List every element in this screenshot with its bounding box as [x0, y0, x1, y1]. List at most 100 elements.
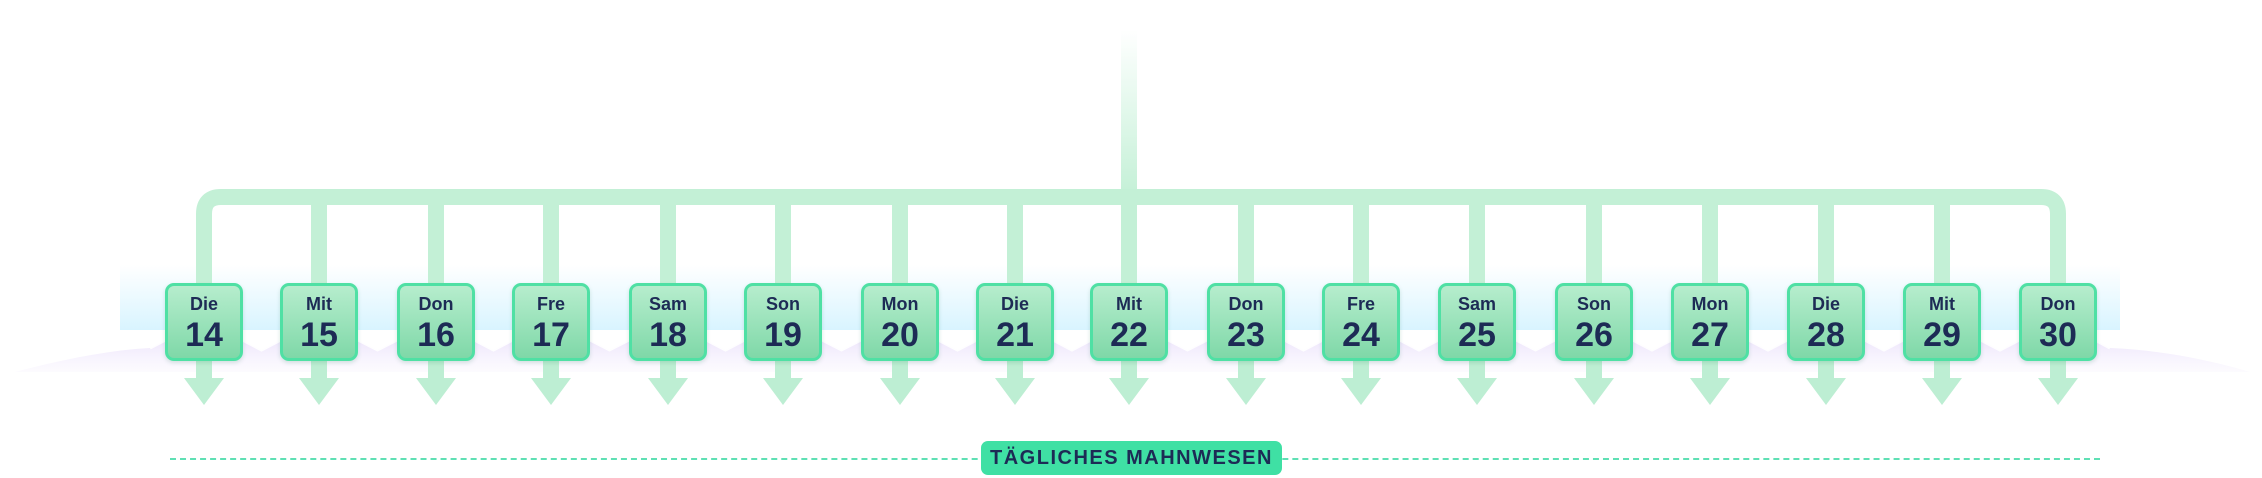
connector-drop — [660, 197, 676, 292]
arrow-stem — [1121, 361, 1137, 379]
arrow-stem — [892, 361, 908, 379]
connector-drop — [543, 197, 559, 292]
day-number: 30 — [2039, 316, 2077, 354]
arrow-stem — [543, 361, 559, 379]
arrow-down-icon — [1226, 378, 1266, 405]
arrow-down-icon — [763, 378, 803, 405]
connector-drop — [1586, 197, 1602, 292]
arrow-down-icon — [1574, 378, 1614, 405]
day-name: Don — [1228, 294, 1264, 314]
arrow-stem — [1007, 361, 1023, 379]
day-name: Mit — [306, 294, 332, 314]
day-number: 21 — [996, 316, 1034, 354]
day-name: Fre — [1346, 294, 1375, 314]
day-name: Mit — [1116, 294, 1142, 314]
arrow-down-icon — [416, 378, 456, 405]
day-number: 22 — [1110, 316, 1148, 354]
arrow-stem — [660, 361, 676, 379]
arrow-stem — [1353, 361, 1369, 379]
day-name: Son — [766, 294, 800, 314]
connector-drop — [1469, 197, 1485, 292]
arrow-down-icon — [995, 378, 1035, 405]
arrow-down-icon — [1341, 378, 1381, 405]
connector-drop — [1238, 197, 1254, 292]
connector-drop — [892, 197, 908, 292]
day-name: Son — [1577, 294, 1611, 314]
arrow-stem — [1818, 361, 1834, 379]
connector-trunk — [1121, 30, 1137, 198]
arrow-down-icon — [531, 378, 571, 405]
arrow-down-icon — [880, 378, 920, 405]
arrow-stem — [311, 361, 327, 379]
day-number: 20 — [881, 316, 919, 354]
connector-drop — [1353, 197, 1369, 292]
arrow-down-icon — [1690, 378, 1730, 405]
day-number: 17 — [532, 316, 570, 354]
day-name: Sam — [648, 294, 688, 314]
day-name: Fre — [536, 294, 565, 314]
day-number: 14 — [185, 316, 223, 354]
connector-drop — [1934, 197, 1950, 292]
arrow-down-icon — [2038, 378, 2078, 405]
day-name: Mon — [881, 294, 919, 314]
day-name: Mit — [1929, 294, 1955, 314]
arrow-down-icon — [1922, 378, 1962, 405]
day-number: 29 — [1923, 316, 1961, 354]
arrow-stem — [775, 361, 791, 379]
day-number: 27 — [1691, 316, 1729, 354]
arrow-stem — [428, 361, 444, 379]
day-number: 24 — [1342, 316, 1380, 354]
day-number: 28 — [1807, 316, 1845, 354]
connector-drops — [311, 197, 1950, 292]
day-number: 26 — [1575, 316, 1613, 354]
arrow-down-icon — [1457, 378, 1497, 405]
day-number: 25 — [1458, 316, 1496, 354]
day-name: Don — [418, 294, 454, 314]
connector-drop — [428, 197, 444, 292]
arrow-group — [184, 361, 2078, 405]
day-name: Sam — [1457, 294, 1497, 314]
arrow-stem — [1586, 361, 1602, 379]
day-name: Die — [1000, 294, 1029, 314]
arrow-down-icon — [648, 378, 688, 405]
arrow-stem — [1238, 361, 1254, 379]
day-name: Don — [2040, 294, 2076, 314]
connector-drop — [775, 197, 791, 292]
day-number: 19 — [764, 316, 802, 354]
day-number: 18 — [649, 316, 687, 354]
day-name: Mon — [1691, 294, 1729, 314]
connector-drop — [311, 197, 327, 292]
footer-label: TÄGLICHES MAHNWESEN — [981, 441, 1282, 475]
arrow-stem — [2050, 361, 2066, 379]
arrow-stem — [1702, 361, 1718, 379]
connector-drop — [1121, 197, 1137, 292]
day-name: Die — [1811, 294, 1840, 314]
day-name: Die — [189, 294, 218, 314]
arrow-stem — [1469, 361, 1485, 379]
arrow-down-icon — [184, 378, 224, 405]
arrow-down-icon — [299, 378, 339, 405]
arrow-down-icon — [1806, 378, 1846, 405]
arrow-stem — [196, 361, 212, 379]
arrow-down-icon — [1109, 378, 1149, 405]
day-number: 23 — [1227, 316, 1265, 354]
day-number: 16 — [417, 316, 455, 354]
connector-drop — [1702, 197, 1718, 292]
